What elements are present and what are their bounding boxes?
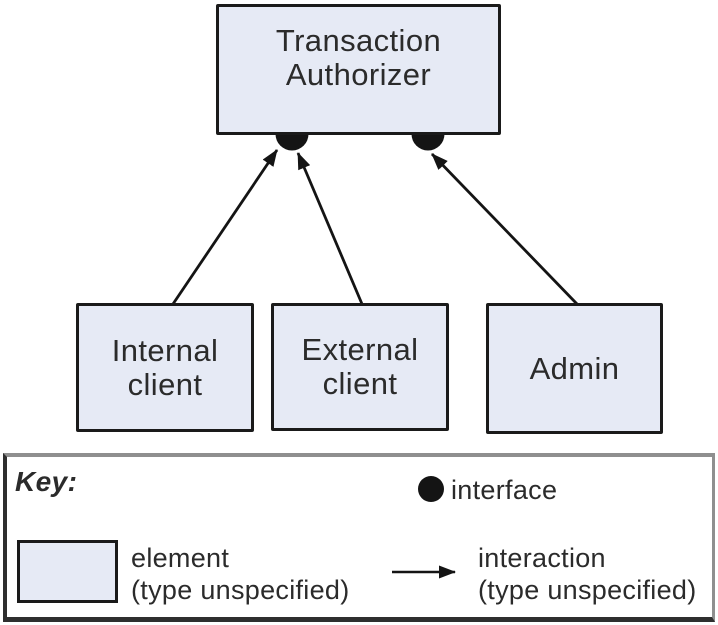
node-internal-client: Internal client <box>76 303 254 432</box>
node-label: Internal client <box>111 332 219 402</box>
key-element-label: element (type unspecified) <box>131 542 350 606</box>
key-element-label-line1: element <box>131 543 230 573</box>
node-label: Transaction Authorizer <box>275 22 442 92</box>
node-admin: Admin <box>486 303 663 434</box>
key-element-label-line2: (type unspecified) <box>131 575 350 605</box>
interaction-arrow-internal-to-left-interface <box>171 149 279 305</box>
node-label: External client <box>301 332 419 401</box>
interaction-arrow-icon <box>392 565 456 579</box>
key-interaction-label-line2: (type unspecified) <box>478 575 697 605</box>
key-interface-label: interface <box>451 475 558 505</box>
interaction-arrow-admin-to-right-interface <box>430 153 579 305</box>
node-external-client: External client <box>271 303 449 431</box>
interface-dot-icon <box>418 476 444 502</box>
node-label: Admin <box>529 350 620 386</box>
key-title: Key: <box>15 466 78 497</box>
node-transaction-authorizer: Transaction Authorizer <box>216 4 501 135</box>
key-interaction-label: interaction (type unspecified) <box>478 542 697 606</box>
element-swatch-icon <box>17 540 118 603</box>
key-panel: Key: interface element (type unspecified… <box>3 453 715 622</box>
key-interaction-label-line1: interaction <box>478 543 606 573</box>
interaction-arrow-external-to-left-interface <box>296 152 364 305</box>
